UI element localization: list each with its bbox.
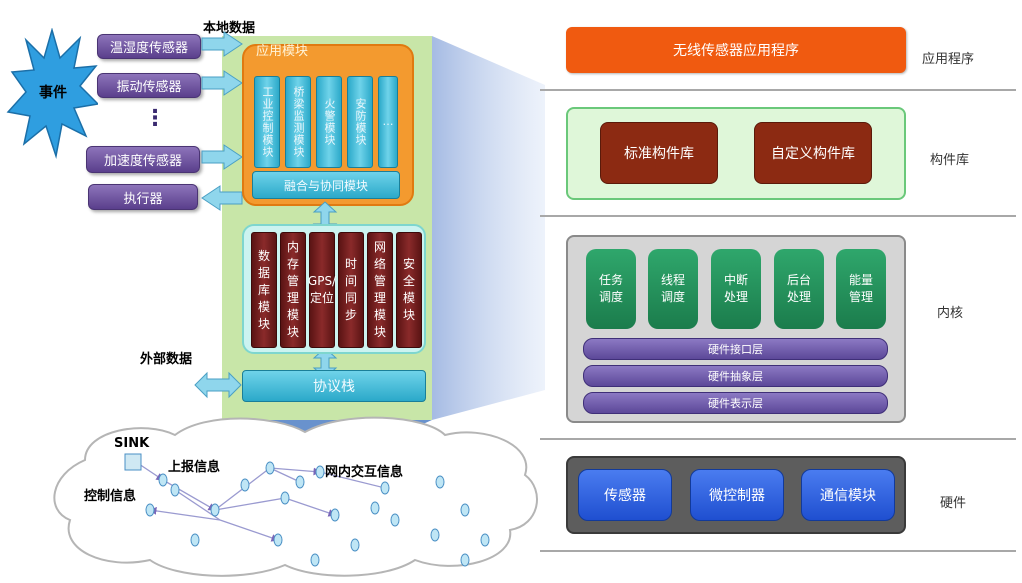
thread-scheduling-box: 线程调度 [648,249,698,329]
communication-module-box: 通信模块 [801,469,895,521]
interaction-info-label: 网内交互信息 [325,465,404,480]
separator-2 [540,215,1016,217]
layer-label-app: 应用程序 [922,52,975,67]
event-starburst [6,28,98,159]
app-col-bridge: 桥梁监测模块 [285,76,311,168]
app-col-fire: 火警模块 [316,76,342,168]
app-col-industrial: 工业控制模块 [254,76,280,168]
energy-management-box: 能量管理 [836,249,886,329]
local-data-label: 本地数据 [203,21,256,36]
control-info-label: 控制信息 [84,489,137,504]
network-cloud [53,416,538,577]
microcontroller-box: 微控制器 [690,469,784,521]
layer-label-hardware: 硬件 [940,496,967,511]
hw-interface-layer: 硬件接口层 [583,338,888,360]
layer-label-library: 构件库 [930,153,970,168]
temperature-humidity-sensor: 温湿度传感器 [97,34,201,59]
mid-col-database: 数据库模块 [251,232,277,348]
standard-library-box: 标准构件库 [600,122,718,184]
separator-4 [540,550,1016,552]
mid-col-gps: GPS/定位 [308,232,336,348]
interrupt-handling-box: 中断处理 [711,249,761,329]
actuator: 执行器 [88,184,198,210]
report-info-label: 上报信息 [168,460,221,475]
custom-library-box: 自定义构件库 [754,122,872,184]
sensor-box: 传感器 [578,469,672,521]
event-label: 事件 [39,85,67,101]
external-arrow [194,371,242,399]
task-scheduling-box: 任务调度 [586,249,636,329]
sensor-arrows [201,31,243,211]
app-program-bar: 无线传感器应用程序 [566,27,906,73]
separator-3 [540,438,1016,440]
vibration-sensor: 振动传感器 [97,73,201,98]
separator-1 [540,89,1016,91]
hw-abstraction-layer: 硬件抽象层 [583,365,888,387]
app-col-more: … [378,76,398,168]
background-processing-box: 后台处理 [774,249,824,329]
mid-col-time-sync: 时间同步 [338,232,364,348]
app-col-security: 安防模块 [347,76,373,168]
mid-col-network: 网络管理模块 [367,232,393,348]
mid-col-security: 安全模块 [396,232,422,348]
acceleration-sensor: 加速度传感器 [86,146,200,173]
protocol-stack-bar: 协议栈 [242,370,426,402]
layer-label-kernel: 内核 [937,306,964,321]
fusion-bar: 融合与协同模块 [252,171,400,199]
external-data-label: 外部数据 [140,352,193,367]
app-module-title: 应用模块 [256,44,309,59]
hw-representation-layer: 硬件表示层 [583,392,888,414]
mid-col-memory: 内存管理模块 [280,232,306,348]
sink-label: SINK [114,436,150,451]
sensor-ellipsis: ⋮ [144,106,166,131]
